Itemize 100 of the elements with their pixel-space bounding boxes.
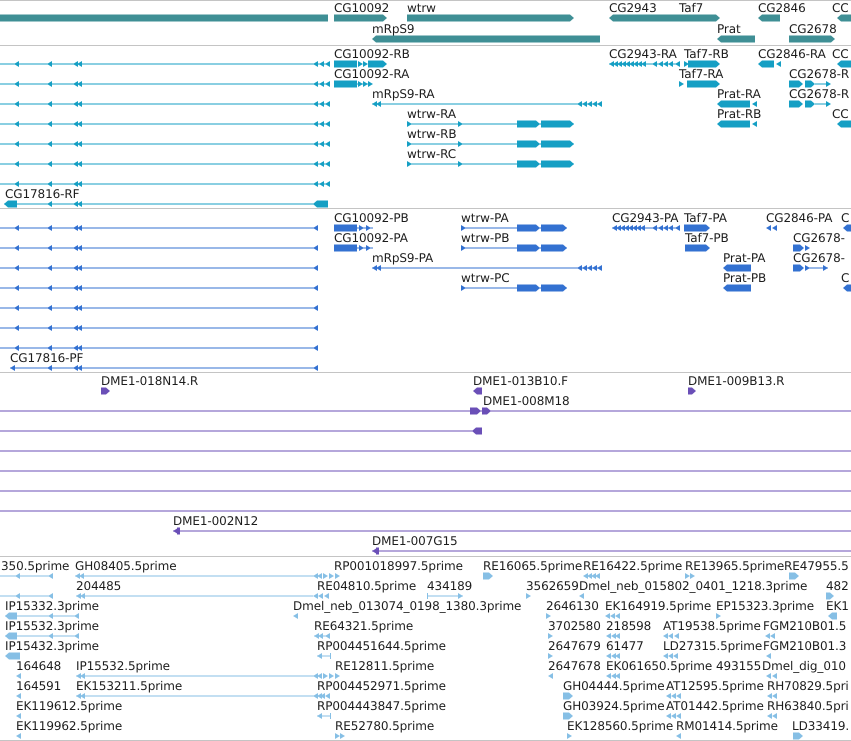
est-feature	[676, 720, 778, 740]
transcript-name: CG10092-RB	[334, 48, 410, 60]
gene-feature	[372, 23, 600, 43]
est-feature	[606, 660, 712, 680]
transcript-model	[0, 120, 330, 128]
transcript-name: CG2678-R	[789, 88, 850, 100]
transcript-feature	[334, 68, 410, 88]
protein-name: C	[841, 272, 850, 284]
est-feature	[762, 660, 846, 680]
est-name: FGM210B01.3	[763, 640, 846, 652]
est-feature	[606, 620, 652, 640]
protein-name: wtrw-PC	[461, 272, 510, 284]
est-feature	[313, 580, 416, 600]
est-feature	[763, 640, 846, 660]
protein-feature	[766, 212, 832, 232]
protein-feature	[793, 252, 845, 272]
est-name: EK1	[826, 600, 849, 612]
protein-model	[0, 344, 318, 352]
clone-name: DME1-013B10.F	[473, 375, 568, 387]
est-feature	[663, 620, 761, 640]
est-name: GH08405.5prime	[75, 560, 177, 572]
est-feature	[5, 620, 99, 640]
clone-feature	[688, 375, 784, 395]
transcript-model	[0, 80, 330, 88]
est-name: GH03924.5prime	[563, 700, 665, 712]
gene-feature	[334, 2, 390, 22]
est-feature	[666, 680, 764, 700]
gene-feature	[407, 2, 574, 22]
est-feature	[317, 680, 446, 700]
est-name: AT01442.5prime	[666, 700, 764, 712]
est-name: EK153211.5prime	[76, 680, 182, 692]
protein-feature	[723, 252, 766, 272]
est-alignment	[0, 592, 53, 600]
est-feature	[548, 620, 601, 640]
est-name: EK119962.5prime	[16, 720, 122, 732]
est-feature	[314, 620, 414, 640]
est-feature	[606, 640, 644, 660]
transcript-model	[0, 180, 330, 188]
clone-name: DME1-002N12	[173, 515, 258, 527]
est-name: 164648	[16, 660, 62, 672]
transcript-feature	[684, 48, 729, 68]
transcript-name: CG17816-RF	[5, 188, 80, 200]
est-feature	[483, 560, 582, 580]
transcript-name: Taf7-RA	[679, 68, 724, 80]
clone-feature	[473, 375, 568, 395]
est-name: RE16065.5prime	[483, 560, 582, 572]
est-name: 204485	[76, 580, 122, 592]
protein-name: mRpS9-PA	[372, 252, 434, 264]
clone-feature	[0, 395, 851, 415]
transcript-feature	[407, 148, 574, 168]
est-name: 2647678	[548, 660, 601, 672]
est-feature	[526, 580, 579, 600]
protein-name: CG2943-PA	[612, 212, 678, 224]
protein-feature	[684, 212, 727, 232]
est-feature	[293, 600, 522, 620]
est-feature	[685, 560, 784, 580]
est-feature	[335, 720, 434, 740]
gene-name: Prat	[717, 23, 741, 35]
est-name: 493155	[716, 660, 762, 672]
gene-name: mRpS9	[372, 23, 414, 35]
protein-name: CG17816-PF	[10, 352, 84, 364]
protein-name: CG10092-PA	[334, 232, 408, 244]
transcript-model	[0, 60, 330, 68]
transcript-feature	[789, 68, 850, 88]
est-feature	[548, 640, 601, 660]
protein-name: Taf7-PA	[684, 212, 727, 224]
est-feature	[826, 600, 849, 620]
est-name: 434189	[427, 580, 472, 592]
gene-feature	[758, 2, 806, 22]
protein-feature	[461, 212, 567, 232]
protein-name: Prat-PA	[723, 252, 766, 264]
transcript-feature	[372, 88, 602, 108]
clone-name: DME1-007G15	[372, 535, 458, 547]
protein-name: CG2846-PA	[766, 212, 832, 224]
est-name: RE16422.5prime	[583, 560, 682, 572]
est-name: 164591	[16, 680, 62, 692]
transcript-feature	[407, 128, 574, 148]
protein-feature	[612, 212, 680, 232]
est-feature	[16, 680, 62, 700]
gene-feature	[609, 2, 680, 22]
clone-name: DME1-009B13.R	[688, 375, 784, 387]
transcript-name: Prat-RA	[717, 88, 761, 100]
est-feature	[605, 600, 712, 620]
transcript-name: Prat-RB	[717, 108, 762, 120]
transcript-feature	[609, 48, 680, 68]
transcript-name: wtrw-RB	[407, 128, 456, 140]
transcript-name: CG10092-RA	[334, 68, 410, 80]
est-feature	[546, 600, 599, 620]
transcript-model	[0, 160, 330, 168]
est-feature	[16, 700, 122, 720]
est-feature	[792, 720, 850, 740]
transcript-feature	[334, 48, 410, 68]
protein-model	[0, 244, 318, 252]
protein-feature	[461, 272, 567, 292]
est-name: RE04810.5prime	[317, 580, 416, 592]
protein-name: wtrw-PB	[461, 232, 510, 244]
est-name: LD33419.	[792, 720, 850, 732]
est-name: RE52780.5prime	[335, 720, 434, 732]
est-feature	[317, 700, 446, 720]
transcript-name: CC	[832, 108, 849, 120]
